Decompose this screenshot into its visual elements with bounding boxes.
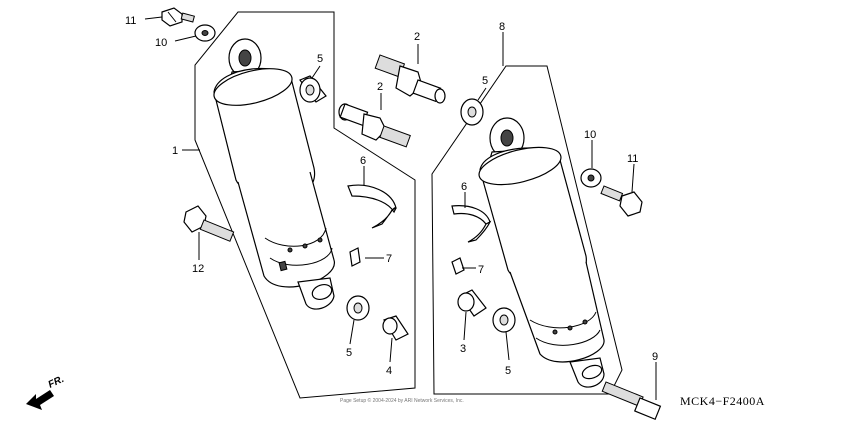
callout-5-upper-right: 5 [482,75,488,87]
callout-4: 4 [386,365,392,377]
pin-9 [601,381,662,421]
group-outline-left [194,11,416,399]
direction-label: FR. [47,374,66,391]
callout-11-left: 11 [125,15,136,27]
callout-7-left: 7 [386,253,392,265]
washer-10-right [580,168,602,188]
spacer-4 [382,315,409,341]
collar-5-upper-left [299,75,327,103]
callout-2-lower: 2 [377,81,383,93]
bolt-11-left [161,7,195,27]
left-shock-absorber [213,38,335,310]
clip-7-left [349,247,361,267]
callout-12: 12 [192,263,204,275]
callout-1: 1 [172,145,178,157]
callout-8: 8 [499,21,505,33]
callout-10-left: 10 [155,37,167,49]
shim-6-right [451,205,492,243]
stud-2-lower [338,103,411,148]
washer-10-left [194,24,216,42]
clip-7-right [451,257,465,275]
callout-3: 3 [460,343,466,355]
group-outline-right [431,65,623,395]
collar-5-lower-left [346,295,370,321]
callout-11-right: 11 [627,153,638,165]
copyright-notice: Page Setup © 2004-2024 by ARI Network Se… [340,397,464,404]
bolt-12 [183,205,235,242]
callout-10-right: 10 [584,129,596,141]
callout-5-lower-left: 5 [346,347,352,359]
callout-5-upper-left: 5 [317,53,323,65]
collar-3 [457,289,487,317]
callout-6-right: 6 [461,181,467,193]
arrow-left-icon [26,390,54,410]
bolt-11-right [600,185,643,217]
callout-6-left: 6 [360,155,366,167]
shim-6-left [347,184,398,229]
stud-2-upper [374,54,446,104]
front-direction-arrow: FR. [26,374,66,410]
diagram-code: MCK4−F2400A [680,394,765,408]
callout-7-right: 7 [478,264,484,276]
callout-2-upper: 2 [414,31,420,43]
leader-lines [144,16,657,400]
collar-5-lower-right [492,307,516,333]
right-shock-absorber [478,117,605,388]
collar-5-upper-right [460,98,484,126]
callout-5-lower-right: 5 [505,365,511,377]
callout-9: 9 [652,351,658,363]
